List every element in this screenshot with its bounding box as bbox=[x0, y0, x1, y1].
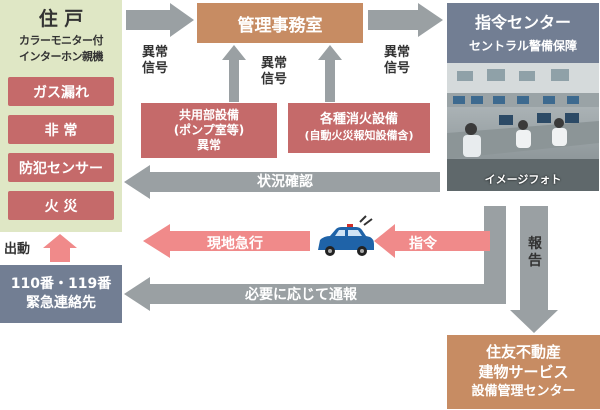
signal-middle-line2: 信号 bbox=[260, 72, 287, 87]
command-label: 指令 bbox=[409, 236, 437, 252]
sumitomo-line2: 建物サービス bbox=[478, 363, 569, 381]
command-center-box: 指令センター セントラル警備保障 bbox=[447, 3, 599, 63]
command-center-photo: イメージフォト bbox=[447, 63, 599, 191]
arrow-rush-to-site bbox=[143, 224, 310, 258]
signal-label-middle: 異常 信号 bbox=[257, 56, 291, 88]
sumitomo-facility-center-box: 住友不動産 建物サービス 設備管理センター bbox=[447, 335, 600, 409]
shared-equipment-line3: 異常 bbox=[196, 138, 221, 152]
report-label: 報 告 bbox=[524, 228, 546, 278]
dispatch-label: 出動 bbox=[4, 242, 31, 257]
sumitomo-line1: 住友不動産 bbox=[485, 343, 561, 361]
notify-label: 必要に応じて通報 bbox=[245, 287, 357, 303]
command-center-subtitle: セントラル警備保障 bbox=[468, 39, 577, 53]
item-fire: 火 災 bbox=[8, 191, 114, 220]
report-line2: 告 bbox=[528, 253, 542, 269]
residence-title: 住 戸 bbox=[38, 8, 84, 30]
command-center-title: 指令センター bbox=[474, 13, 571, 32]
fire-equipment-box: 各種消火設備 (自動火災報知設備含) bbox=[288, 103, 430, 153]
emergency-line1: 110番・119番 bbox=[10, 276, 112, 292]
signal-right-line1: 異常 bbox=[383, 45, 410, 60]
police-car-icon bbox=[318, 215, 374, 256]
signal-label-right: 異常 信号 bbox=[380, 45, 414, 77]
management-office-box: 管理事務室 bbox=[197, 3, 363, 43]
emergency-contact-box: 110番・119番 緊急連絡先 bbox=[0, 265, 122, 323]
arrow-office-to-command bbox=[368, 3, 443, 37]
rush-to-site-label: 現地急行 bbox=[207, 236, 263, 252]
item-security-sensor: 防犯センサー bbox=[8, 153, 114, 182]
fire-equipment-line2: (自動火災報知設備含) bbox=[304, 129, 414, 142]
shared-equipment-box: 共用部設備 (ポンプ室等) 異常 bbox=[141, 103, 277, 158]
arrow-notify bbox=[124, 277, 506, 311]
arrow-fire-up bbox=[318, 45, 342, 102]
residence-subtitle-line2: インターホン親機 bbox=[19, 50, 104, 63]
arrow-command bbox=[374, 224, 490, 258]
arrow-dispatch bbox=[43, 234, 77, 262]
shared-equipment-line2: (ポンプ室等) bbox=[173, 123, 245, 137]
item-emergency: 非 常 bbox=[8, 115, 114, 144]
arrow-residence-to-office bbox=[126, 3, 194, 37]
emergency-line2: 緊急連絡先 bbox=[26, 295, 96, 311]
shared-equipment-line1: 共用部設備 bbox=[178, 108, 239, 122]
arrow-report bbox=[510, 206, 558, 333]
photo-caption: イメージフォト bbox=[484, 173, 562, 186]
control-room-image bbox=[447, 63, 599, 191]
arrow-shared-up bbox=[222, 45, 246, 102]
report-line1: 報 bbox=[528, 236, 542, 252]
signal-left-line1: 異常 bbox=[141, 45, 168, 60]
signal-right-line2: 信号 bbox=[383, 61, 410, 76]
signal-left-line2: 信号 bbox=[141, 61, 168, 76]
status-check-label: 状況確認 bbox=[257, 174, 313, 190]
item-gas-leak: ガス漏れ bbox=[8, 77, 114, 106]
arrow-notify-stem bbox=[484, 254, 506, 284]
signal-middle-line1: 異常 bbox=[260, 56, 287, 71]
residence-panel: 住 戸 カラーモニター付 インターホン親機 ガス漏れ 非 常 防犯センサー 火 … bbox=[0, 0, 122, 232]
fire-equipment-line1: 各種消火設備 bbox=[319, 112, 398, 127]
signal-label-left: 異常 信号 bbox=[138, 45, 172, 77]
residence-subtitle-line1: カラーモニター付 bbox=[19, 34, 104, 47]
sumitomo-line3: 設備管理センター bbox=[471, 384, 576, 399]
arrow-status-check bbox=[124, 165, 440, 199]
